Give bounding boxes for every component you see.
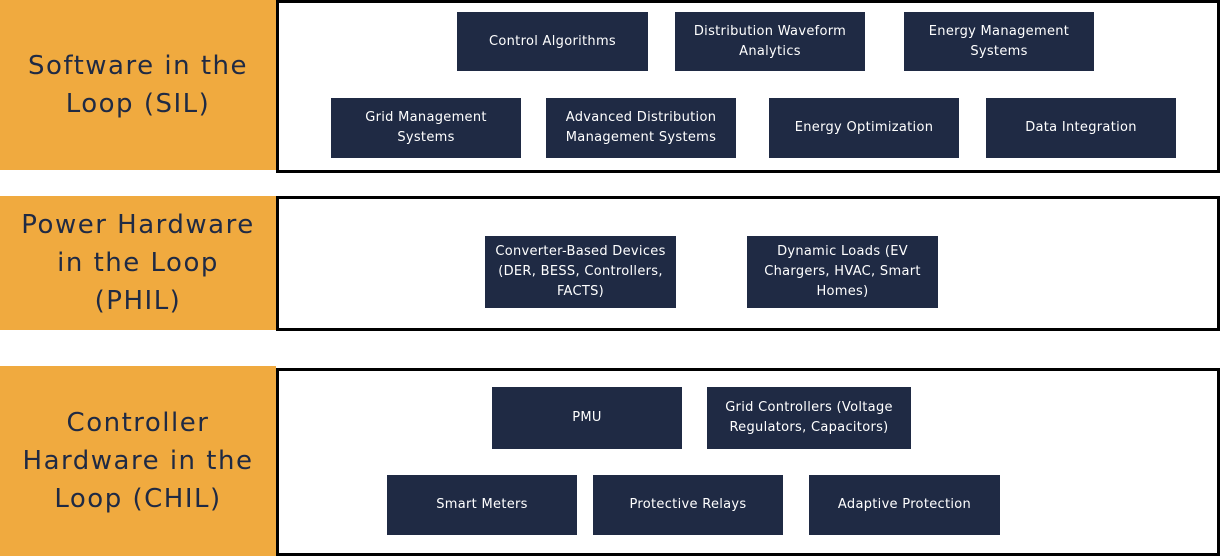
advanced-distribution-management-systems-box: Advanced Distribution Management Systems — [546, 98, 736, 158]
phil-layer-label: Power Hardware in the Loop (PHIL) — [0, 196, 276, 330]
smart-meters-box: Smart Meters — [387, 475, 577, 535]
adaptive-protection-box: Adaptive Protection — [809, 475, 1000, 535]
converter-based-devices-box: Converter-Based Devices (DER, BESS, Cont… — [485, 236, 676, 308]
protective-relays-box: Protective Relays — [593, 475, 783, 535]
sil-layer-label: Software in the Loop (SIL) — [0, 0, 276, 170]
energy-management-systems-box: Energy Management Systems — [904, 12, 1094, 71]
data-integration-box: Data Integration — [986, 98, 1176, 158]
distribution-waveform-analytics-box: Distribution Waveform Analytics — [675, 12, 865, 71]
sil-layer-title: Software in the Loop (SIL) — [27, 51, 248, 119]
grid-controllers-box: Grid Controllers (Voltage Regulators, Ca… — [707, 387, 911, 449]
chil-layer-title: Controller Hardware in the Loop (CHIL) — [22, 408, 254, 514]
energy-optimization-box: Energy Optimization — [769, 98, 959, 158]
grid-management-systems-box: Grid Management Systems — [331, 98, 521, 158]
control-algorithms-box: Control Algorithms — [457, 12, 648, 71]
chil-layer-label: Controller Hardware in the Loop (CHIL) — [0, 366, 276, 556]
pmu-box: PMU — [492, 387, 682, 449]
dynamic-loads-box: Dynamic Loads (EV Chargers, HVAC, Smart … — [747, 236, 938, 308]
phil-layer-title: Power Hardware in the Loop (PHIL) — [21, 210, 255, 316]
